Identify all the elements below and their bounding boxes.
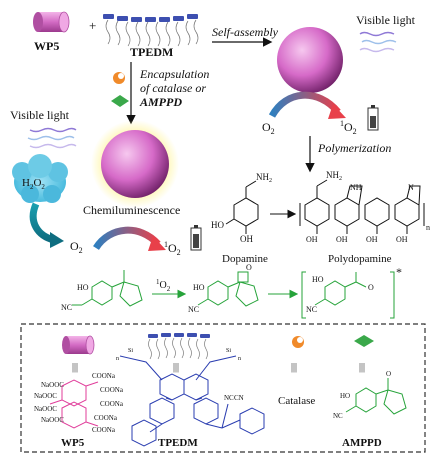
wp5-coona-4: COONa: [94, 414, 118, 422]
visible-light-left-label: Visible light: [10, 108, 70, 122]
wp5-naooc-3: NaOOC: [34, 405, 57, 413]
legend-equiv-amppd: |||: [359, 362, 365, 373]
polymerization-label: Polymerization: [317, 141, 391, 155]
wp5-structure: [49, 379, 99, 429]
singlet-o2-left-label: 1O2: [164, 240, 181, 257]
dopamine-nh2: NH2: [256, 172, 272, 184]
encapsulation-line2: of catalase or: [140, 81, 206, 95]
legend-amppd-label: AMPPD: [342, 437, 382, 449]
legend-wp5-cylinder-icon: [62, 335, 95, 355]
singlet-o2-reagent: 1O2: [156, 278, 171, 293]
amppd-o: O: [386, 370, 391, 378]
dopamine-structure: [225, 180, 259, 234]
legend-tpedm-label: TPEDM: [158, 437, 198, 449]
polydopamine-oh-3: OH: [366, 235, 378, 244]
dioxetane-o: O: [246, 263, 252, 272]
polydopamine-n: N: [408, 183, 414, 192]
polydopamine-nh: NH: [350, 183, 362, 192]
singlet-o2-top-label: 1O2: [340, 119, 357, 136]
wp5-label: WP5: [34, 39, 59, 53]
h2o2-to-o2-arrow: [29, 202, 64, 248]
wp5-naooc-1: NaOOC: [41, 381, 64, 389]
legend-equiv-catalase: |||: [291, 362, 297, 373]
dopamine-oh: OH: [240, 234, 253, 244]
tpedm-structure: [119, 355, 265, 447]
amppd-ho: HO: [340, 392, 350, 400]
self-assembly-label: Self-assembly: [212, 25, 279, 39]
legend-box: [20, 323, 426, 453]
polydopamine-oh-1: OH: [306, 235, 318, 244]
amppd-structure: [345, 378, 407, 415]
polydopamine-n-index: n: [426, 223, 430, 232]
catalase-icon-top: [113, 72, 125, 84]
legend-tpedm-brush-icon: [148, 333, 210, 360]
light-waves-top-icon: [359, 31, 397, 53]
nanoparticle-sphere-glowing: [101, 130, 169, 198]
nanoparticle-sphere-top: [277, 27, 343, 93]
battery-icon-top: [367, 105, 379, 131]
legend-wp5-label: WP5: [61, 437, 85, 449]
tpedm-n-left: n: [116, 356, 119, 362]
dioxetane-nc: NC: [188, 305, 199, 314]
dioxetane-intermediate-structure: [197, 271, 259, 307]
excited-product-nc: NC: [306, 305, 317, 314]
wp5-cylinder-icon: [33, 11, 70, 33]
wp5-coona-5: COONa: [92, 426, 116, 434]
wp5-coona-3: COONa: [100, 400, 124, 408]
encapsulation-line3: AMPPD: [139, 95, 182, 109]
tpedm-si-right: Si: [226, 348, 231, 354]
tpedm-si-left: Si: [128, 348, 133, 354]
o2-top-label: O2: [262, 120, 275, 136]
chemiluminescence-label: Chemiluminescence: [83, 203, 180, 217]
tpedm-cn: CN: [234, 394, 244, 402]
visible-light-top-label: Visible light: [356, 13, 416, 27]
dioxetane-ho: HO: [193, 283, 205, 292]
wp5-naooc-2: NaOOC: [34, 392, 57, 400]
tpedm-n-right: n: [238, 356, 241, 362]
wp5-naooc-4: NaOOC: [41, 416, 64, 424]
legend-catalase-icon: [292, 336, 304, 348]
plus-sign: +: [89, 18, 96, 33]
tpedm-nc: NC: [224, 394, 234, 402]
legend-amppd-icon: [354, 335, 374, 347]
amppd-icon-top: [111, 95, 129, 107]
polydopamine-nh2: NH2: [326, 170, 342, 182]
excited-product-ho: HO: [312, 275, 324, 284]
tpedm-molecule-icon: [103, 14, 199, 47]
polydopamine-oh-2: OH: [336, 235, 348, 244]
wp5-coona-2: COONa: [100, 386, 124, 394]
o2-left-label: O2: [70, 239, 83, 255]
battery-icon-left: [190, 225, 202, 251]
polydopamine-label: Polydopamine: [328, 253, 392, 265]
legend-catalase-label: Catalase: [278, 395, 315, 407]
legend-equiv-tpedm: |||: [173, 362, 179, 373]
excited-product-o: O: [368, 283, 374, 292]
o2-conversion-arrow-left: [93, 226, 166, 251]
amppd-reactant-ho: HO: [77, 283, 89, 292]
wp5-coona-1: COONa: [92, 372, 116, 380]
dopamine-label: Dopamine: [222, 253, 268, 265]
light-waves-left-icon: [27, 127, 77, 149]
dopamine-ho: HO: [211, 220, 224, 230]
polydopamine-oh-4: OH: [396, 235, 408, 244]
excited-state-star: *: [396, 265, 402, 279]
amppd-nc: NC: [333, 412, 343, 420]
amppd-reactant-structure: [72, 270, 143, 307]
tpedm-label: TPEDM: [130, 45, 173, 59]
h2o2-cloud-icon: [12, 154, 68, 203]
h2o2-label: H2O2: [22, 177, 45, 191]
amppd-reactant-nc: NC: [61, 303, 72, 312]
o2-conversion-arrow-top: [268, 91, 346, 119]
encapsulation-line1: Encapsulation: [139, 67, 209, 81]
legend-equiv-wp5: |||: [72, 362, 78, 373]
excited-product-structure: [301, 271, 395, 319]
polydopamine-structure: [299, 179, 425, 234]
